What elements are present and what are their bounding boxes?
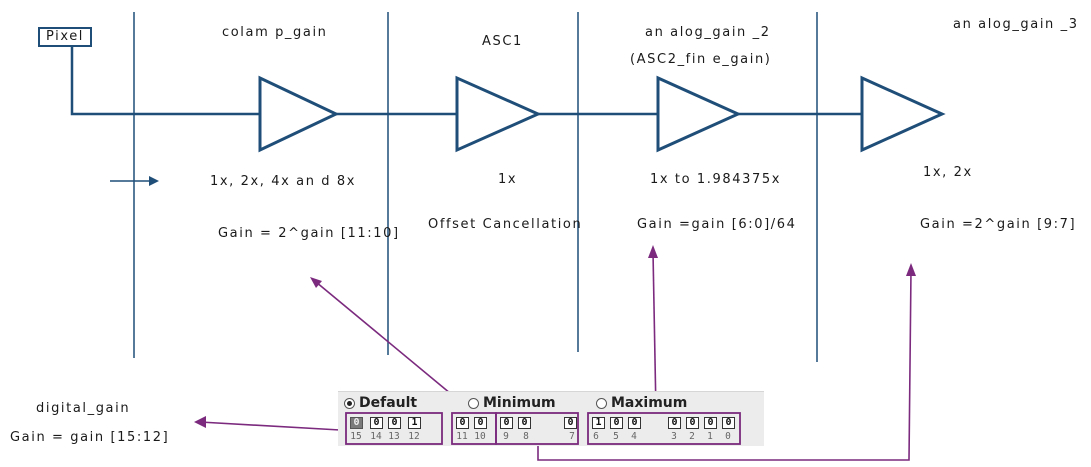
radio-selected-icon (344, 397, 355, 409)
register-bit-2[interactable]: 0 (686, 417, 699, 429)
analog-gain-2-formula: Gain =gain [6:0]/64 (637, 217, 797, 232)
analog-gain-2-range: 1x to 1.984375x (650, 172, 782, 187)
digital-gain-title: digital_gain (36, 401, 131, 416)
analog-gain-2-annotation-arrow (652, 251, 657, 414)
register-bit-3[interactable]: 0 (668, 417, 681, 429)
analog-gain-2-title: an alog_gain _2 (645, 25, 771, 40)
colamp-gain-bits-group (451, 412, 497, 445)
radio-default-label: Default (359, 395, 418, 411)
analog-gain-2-subtitle: (ASC2_fin e_gain) (630, 52, 772, 67)
analog-gain-3-formula: Gain =2^gain [9:7] (920, 217, 1077, 232)
colamp-gain-title: colam p_gain (222, 25, 328, 40)
register-bit-9[interactable]: 0 (500, 417, 513, 429)
bit-number-label: 2 (689, 431, 695, 442)
analog-gain-3-title: an alog_gain _3 (953, 17, 1079, 32)
bit-number-label: 3 (671, 431, 677, 442)
bit-number-label: 6 (593, 431, 599, 442)
register-bit-0[interactable]: 0 (722, 417, 735, 429)
asc1-title: ASC1 (482, 34, 523, 49)
radio-default[interactable]: Default (344, 395, 417, 411)
bit-number-label: 12 (408, 431, 420, 442)
register-bit-12[interactable]: 1 (408, 417, 421, 429)
asc1-amplifier-icon (455, 75, 542, 153)
digital-gain-arrow-head (194, 416, 206, 428)
bit-number-label: 1 (707, 431, 713, 442)
radio-maximum[interactable]: Maximum (596, 395, 687, 411)
colamp-gain-range: 1x, 2x, 4x an d 8x (210, 174, 357, 189)
direction-arrow-head (149, 176, 159, 186)
bit-group-highlights (345, 412, 741, 445)
register-bit-5[interactable]: 0 (610, 417, 623, 429)
register-bit-14[interactable]: 0 (370, 417, 383, 429)
analog-gain-3-amplifier-icon (860, 75, 946, 153)
colamp-arrow-head (310, 277, 322, 288)
asc1-formula: Offset Cancellation (428, 217, 583, 232)
colamp-gain-formula: Gain = 2^gain [11:10] (218, 226, 400, 241)
radio-maximum-label: Maximum (611, 395, 688, 411)
register-bit-15[interactable]: 0 (350, 417, 363, 429)
analog-gain-2-amplifier-icon (656, 75, 742, 153)
register-bit-7[interactable]: 0 (564, 417, 577, 429)
bit-number-label: 9 (503, 431, 509, 442)
register-bit-8[interactable]: 0 (518, 417, 531, 429)
register-bit-4[interactable]: 0 (628, 417, 641, 429)
analog-gain-3-annotation-arrow (537, 269, 912, 461)
bit-number-label: 4 (631, 431, 637, 442)
bit-number-label: 13 (388, 431, 400, 442)
analog-gain-2-arrow-head (648, 245, 658, 258)
analog-gain-2-bits-group (587, 412, 741, 445)
signal-wire (70, 47, 260, 116)
bit-number-label: 7 (569, 431, 575, 442)
bit-number-label: 11 (456, 431, 468, 442)
analog-gain-3-arrow-head (906, 263, 916, 276)
register-bit-10[interactable]: 0 (474, 417, 487, 429)
pixel-source-box: Pixel (38, 27, 92, 47)
register-bit-1[interactable]: 0 (704, 417, 717, 429)
radio-minimum[interactable]: Minimum (468, 395, 556, 411)
colamp-amplifier-icon (258, 75, 340, 153)
digital-gain-annotation-arrow (199, 421, 341, 431)
analog-gain-3-range: 1x, 2x (923, 165, 973, 180)
radio-empty-icon (468, 397, 479, 409)
bit-number-label: 0 (725, 431, 731, 442)
asc1-range: 1x (498, 172, 518, 187)
preset-radio-group: Default Minimum Maximum (338, 394, 764, 412)
bit-number-label: 15 (350, 431, 362, 442)
register-bit-panel: Default Minimum Maximum 0 0 0 1 0 0 0 0 … (338, 391, 764, 446)
digital-gain-formula: Gain = gain [15:12] (10, 430, 170, 445)
digital-gain-bits-group (345, 412, 443, 445)
bit-number-label: 8 (523, 431, 529, 442)
radio-empty-icon (596, 397, 607, 409)
register-bit-11[interactable]: 0 (456, 417, 469, 429)
bit-number-label: 10 (474, 431, 486, 442)
bit-number-label: 5 (613, 431, 619, 442)
bit-number-label: 14 (370, 431, 382, 442)
register-bit-13[interactable]: 0 (388, 417, 401, 429)
analog-gain-3-bits-group (495, 412, 579, 445)
register-bit-6[interactable]: 1 (592, 417, 605, 429)
radio-minimum-label: Minimum (483, 395, 556, 411)
